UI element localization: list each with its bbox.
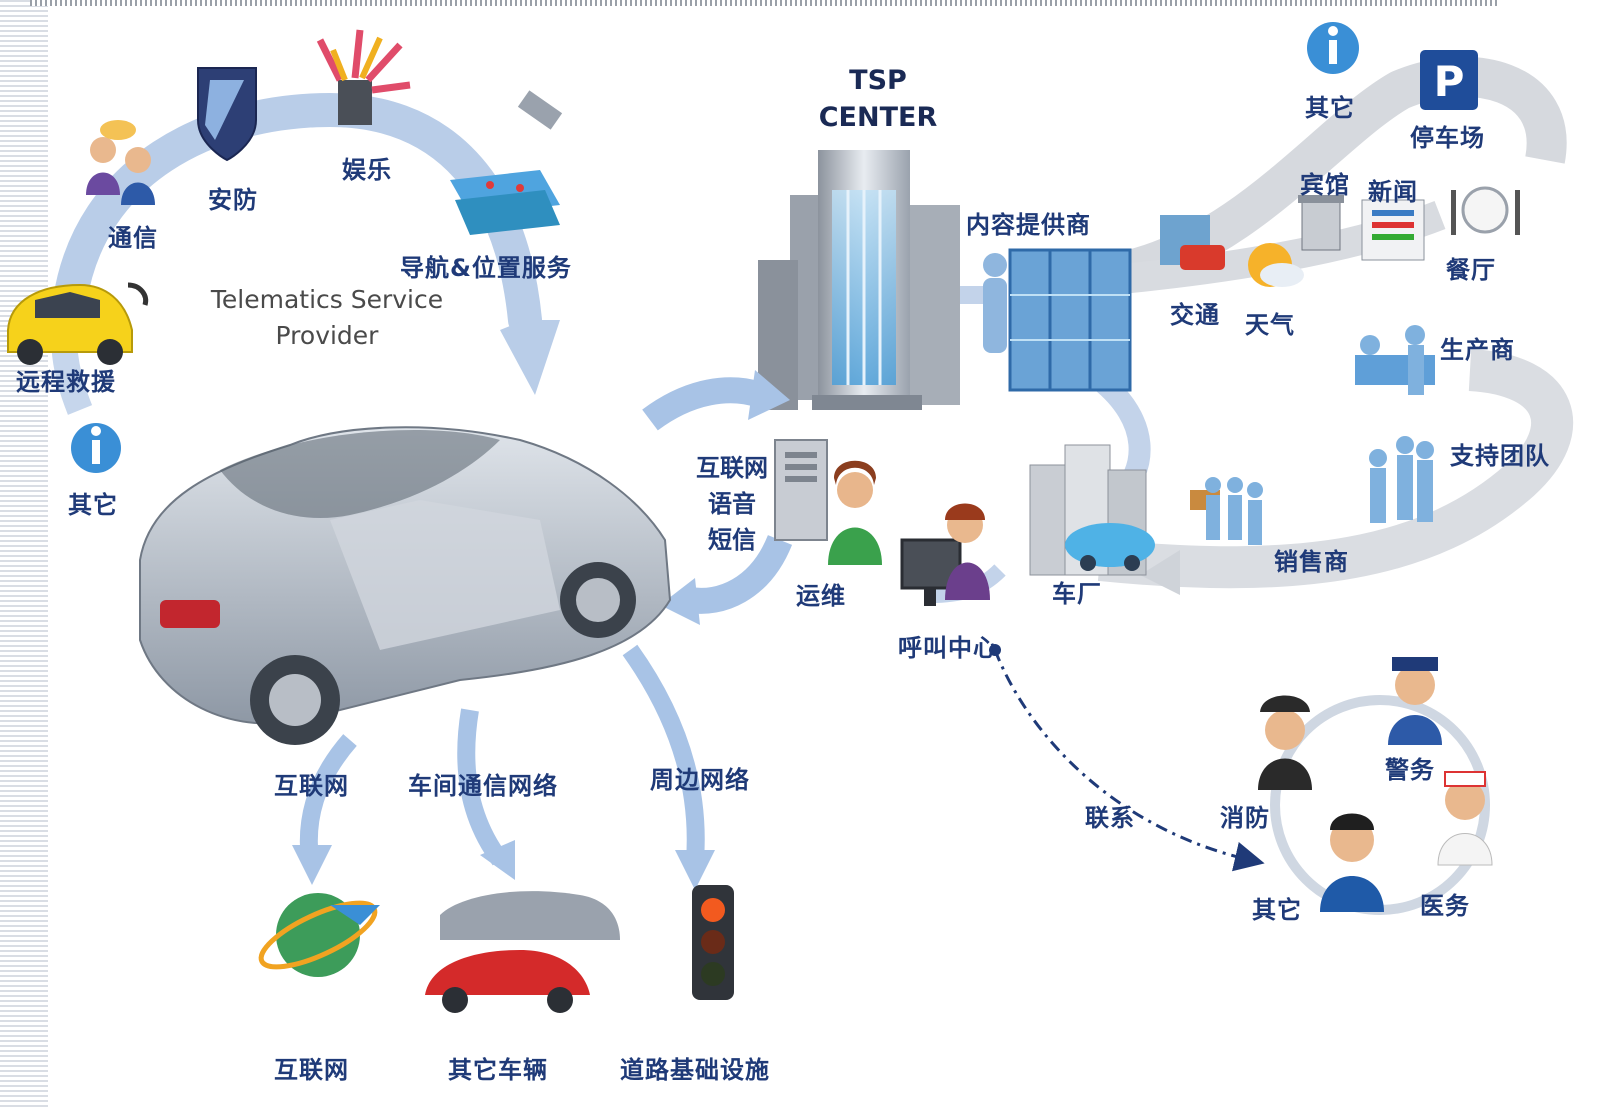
service-security-label: 安防 [208, 186, 258, 214]
satellite-icon [517, 90, 563, 130]
network-arrows [292, 644, 715, 890]
network-internet-label: 互联网 [274, 772, 349, 800]
internet-globe-icon [258, 893, 380, 977]
tsp-building [758, 150, 960, 410]
top-border [30, 0, 1500, 6]
restaurant-label: 餐厅 [1446, 256, 1496, 284]
traffic-icon [1160, 215, 1225, 270]
center-line: CENTER [818, 102, 938, 133]
service-navigation-label: 导航&位置服务 [400, 254, 572, 282]
network-peripheral-label: 周边网络 [650, 766, 750, 794]
support-team-icon [1369, 436, 1434, 523]
traffic-light-icon [692, 885, 734, 1000]
info-icon [1307, 22, 1359, 74]
dealer-icon [1190, 477, 1263, 545]
content-provider-label: 内容提供商 [966, 211, 1091, 239]
support-team-label: 支持团队 [1450, 442, 1550, 470]
fire-label: 消防 [1220, 804, 1270, 832]
fire-officer-icon [1258, 695, 1312, 790]
parking-icon: P [1420, 50, 1478, 110]
exchange-arrows [642, 370, 793, 625]
endpoint-vehicles-label: 其它车辆 [448, 1056, 548, 1084]
network-v2v-label: 车间通信网络 [408, 772, 558, 800]
tsp-center-title: TSP CENTER [818, 62, 938, 136]
traffic-label: 交通 [1170, 301, 1220, 329]
medical-icon [1437, 771, 1493, 866]
service-other-label: 其它 [68, 491, 118, 519]
call-agent [900, 503, 990, 606]
news-icon [1361, 199, 1425, 261]
service-rescue-label: 远程救援 [16, 368, 116, 396]
channels-list: 互联网 语音 短信 [676, 450, 788, 558]
weather-label: 天气 [1245, 311, 1295, 339]
producer-icon [1355, 325, 1435, 395]
call-center-label: 呼叫中心 [898, 634, 998, 662]
parking-label: 停车场 [1410, 124, 1485, 152]
restaurant-icon [1451, 186, 1520, 235]
producer-label: 生产商 [1440, 336, 1515, 364]
info-icon [71, 423, 121, 473]
channel-voice: 语音 [708, 490, 756, 518]
news-label: 新闻 [1368, 178, 1418, 206]
tsp-line: TSP [849, 65, 907, 96]
service-communication-label: 通信 [108, 224, 158, 252]
endpoint-road-label: 道路基础设施 [620, 1056, 770, 1084]
content-other-label: 其它 [1305, 94, 1355, 122]
entertainment-icon [316, 29, 411, 125]
citizen-icon [1320, 813, 1384, 912]
channel-sms: 短信 [708, 526, 756, 554]
other-vehicles-icon [425, 891, 620, 1013]
ops-station [774, 439, 882, 565]
rescue-car [7, 282, 149, 365]
communication-icon [86, 120, 155, 205]
server-rack [983, 248, 1132, 392]
plant [1029, 444, 1155, 576]
police-icon [1388, 657, 1442, 745]
provider-line-2: Provider [275, 321, 379, 350]
hotel-label: 宾馆 [1300, 171, 1350, 199]
side-stripes [0, 0, 48, 1109]
channel-internet: 互联网 [696, 454, 768, 482]
service-entertainment-label: 娱乐 [342, 156, 392, 184]
navigation-map-icon [450, 170, 560, 235]
provider-line-1: Telematics Service [210, 285, 444, 314]
hotel-icon [1298, 195, 1344, 251]
dealer-label: 销售商 [1274, 548, 1349, 576]
svg-text:P: P [1434, 57, 1465, 106]
telematics-provider-title: Telematics Service Provider [192, 282, 462, 354]
emergency-other-label: 其它 [1252, 896, 1302, 924]
plant-label: 车厂 [1052, 580, 1102, 608]
medical-label: 医务 [1420, 892, 1470, 920]
police-label: 警务 [1385, 756, 1435, 784]
security-shield-icon [197, 67, 257, 162]
endpoint-internet-label: 互联网 [274, 1056, 349, 1084]
contact-label: 联系 [1085, 804, 1135, 832]
main-car [139, 426, 672, 745]
operations-label: 运维 [796, 582, 846, 610]
weather-icon [1248, 243, 1304, 287]
